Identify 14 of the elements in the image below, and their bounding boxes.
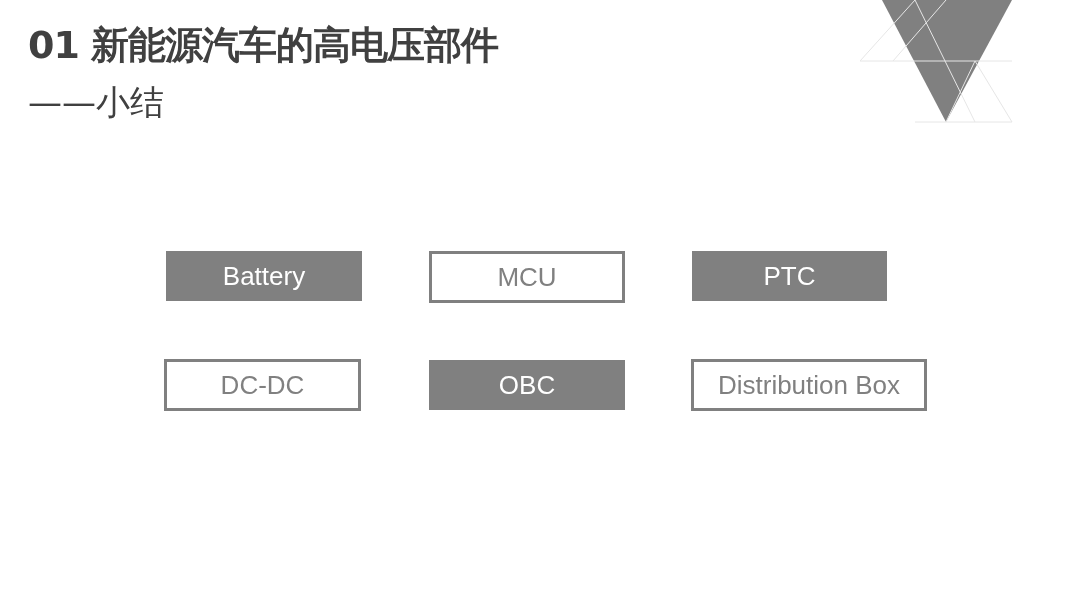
- component-box: [166, 251, 362, 301]
- component-label: PTC: [763, 260, 816, 292]
- component-label: Distribution Box: [717, 369, 901, 401]
- component-box: [692, 251, 887, 301]
- component-box: [429, 360, 625, 410]
- component-box: [429, 251, 625, 303]
- component-label: DC-DC: [220, 369, 305, 401]
- component-label: OBC: [498, 369, 556, 401]
- slide-title: 01 新能源汽车的高电压部件: [28, 22, 499, 69]
- component-label: MCU: [497, 261, 557, 293]
- subtitle: ——小结: [28, 81, 164, 124]
- component-box: [164, 359, 361, 411]
- component-label: Battery: [222, 260, 306, 292]
- component-box: [691, 359, 927, 411]
